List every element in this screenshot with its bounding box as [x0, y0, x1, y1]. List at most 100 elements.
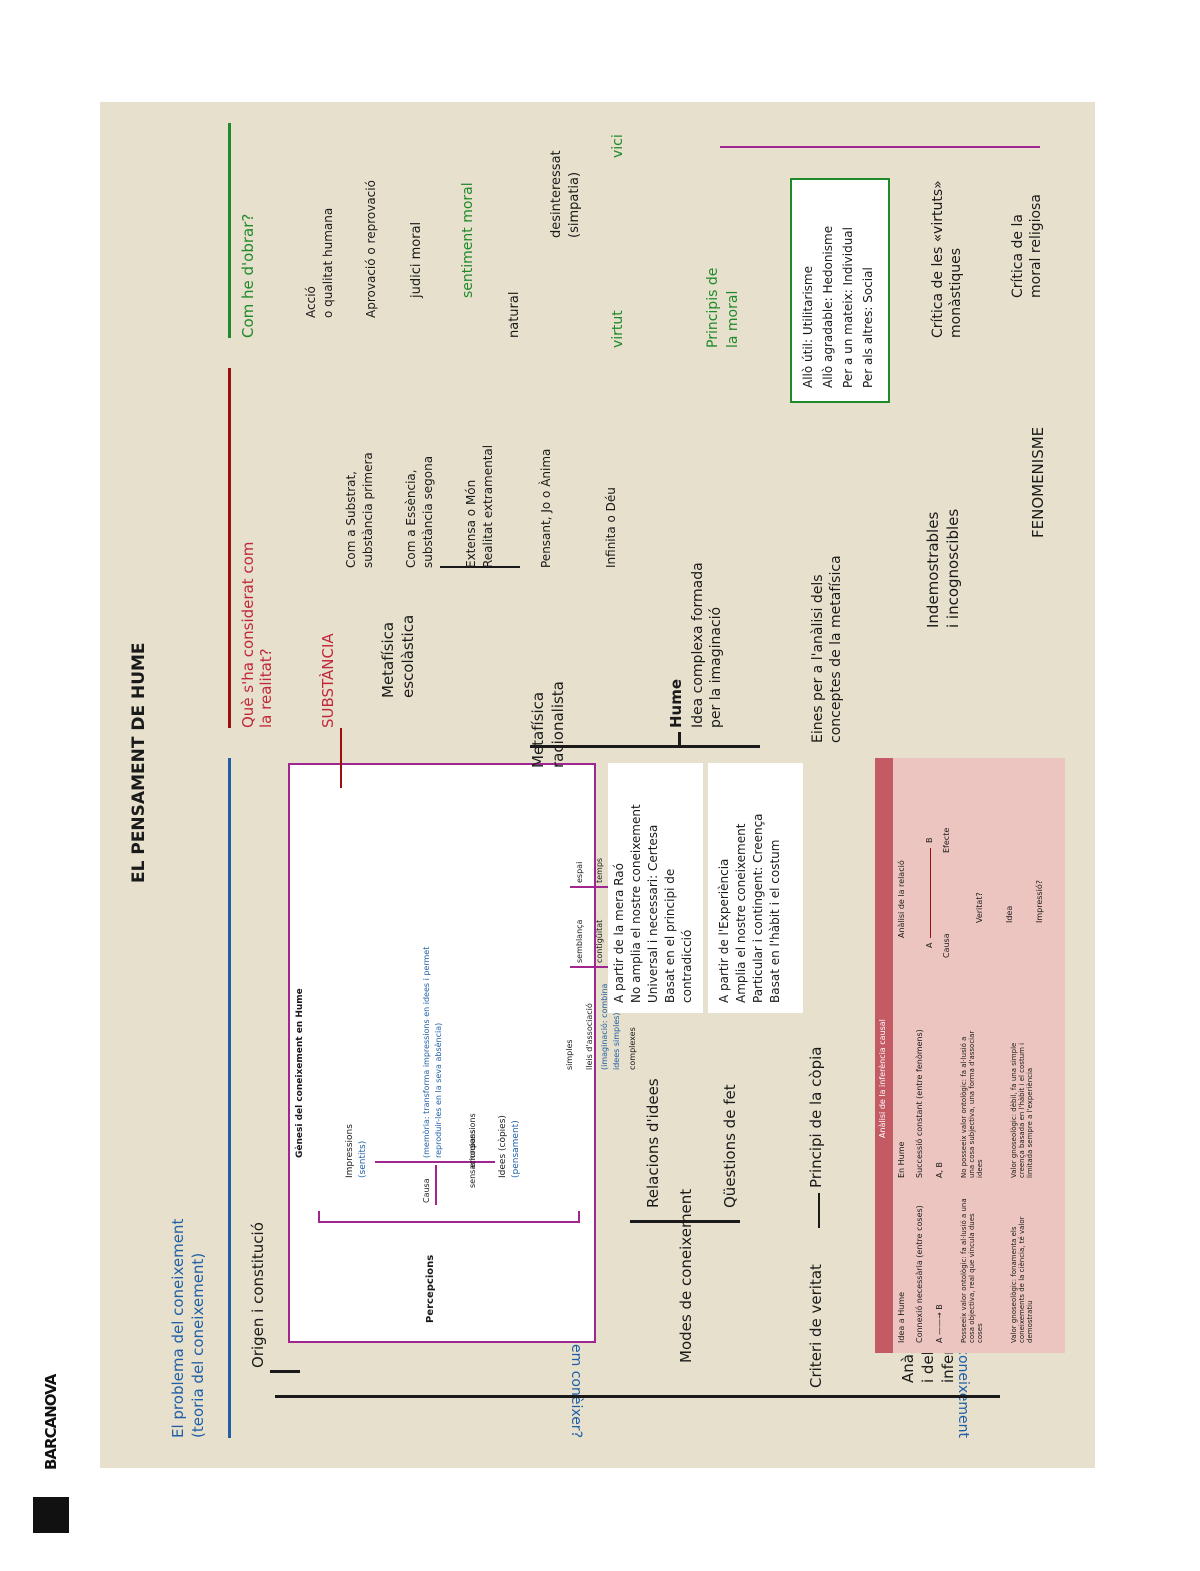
altres-item: Per als altres: Social — [861, 267, 875, 388]
questions-box-line1: A partir de l'Experiència — [717, 858, 731, 1003]
indemostrables-line2: i incognoscibles — [944, 508, 962, 628]
com-substrat-line1: Com a Substrat, — [344, 471, 358, 568]
aprovacio-label: Aprovació o reprovació — [364, 180, 378, 318]
causal-col1-header: Idea a Hume — [897, 1291, 906, 1343]
page-corner-marker — [33, 1497, 69, 1533]
causal-table-title: Anàlisi de la inferència causal — [878, 1019, 887, 1138]
green-section-rule — [228, 123, 231, 338]
causal-rel-idea: Idea — [1005, 905, 1014, 923]
page-title: EL PENSAMENT DE HUME — [129, 642, 149, 883]
causal-rel-arrow — [930, 848, 931, 938]
knowledge-heading-line1: El problema del coneixement — [169, 1218, 187, 1438]
impressions-sub: (sentits) — [358, 1140, 368, 1178]
causal-col2-header: En Hume — [897, 1141, 906, 1178]
questions-box-line4: Basat en l'hàbit i el costum — [768, 839, 782, 1003]
extensa-line1: Extensa o Món — [464, 479, 478, 568]
critica-religiosa-line2: moral religiosa — [1028, 194, 1044, 298]
imaginacio-line2: idees simples) — [612, 1012, 621, 1070]
passions-item: passions — [468, 1113, 477, 1148]
causa-line — [435, 1165, 437, 1205]
causa-label: Causa — [422, 1178, 431, 1203]
causal-r2c1: A ——→ B — [935, 1304, 944, 1343]
racionalista-line1: Metafísica — [529, 691, 547, 768]
causal-rel-impressio: Impressió? — [1035, 880, 1044, 923]
causal-rel-efecte: Efecte — [942, 827, 951, 853]
causal-rel-causa: Causa — [942, 933, 951, 958]
critica-virtuts-line2: monàstiques — [948, 248, 964, 338]
impressions-label: Impressions — [345, 1124, 355, 1178]
causal-r3c1: Posseeix valor ontològic: fa al·lusió a … — [960, 1198, 985, 1343]
principi-copia-label: Principi de la còpia — [807, 1046, 825, 1188]
percepcions-bracket — [318, 1221, 580, 1223]
criteri-label: Criteri de veritat — [807, 1264, 825, 1388]
lleis-associacio: lleis d'associació — [585, 1003, 594, 1070]
contiguitat-item: contigüitat — [595, 919, 604, 963]
causal-r1c1: Connexió necessària (entre coses) — [915, 1205, 924, 1343]
red-section-rule — [228, 368, 231, 728]
causal-col3-header: Anàlisi de la relació — [897, 860, 906, 938]
causal-r4c1: Valor gnoseològic: fonamenta els coneixe… — [1010, 1216, 1035, 1343]
genesis-title: Gènesi del coneixement en Hume — [295, 988, 305, 1158]
principis-line1: Principis de — [705, 267, 721, 348]
vici-label: vici — [610, 134, 626, 158]
moral-question: Com he d'obrar? — [239, 213, 257, 338]
escolastica-line2: escolàstica — [399, 614, 417, 698]
substancia-label: SUBSTÀNCIA — [319, 633, 337, 728]
infinita-label: Infinita o Déu — [604, 487, 618, 568]
concept-map-rotated: EL PENSAMENT DE HUME El problema del con… — [100, 102, 1095, 1468]
causal-rel-b: B — [925, 837, 934, 844]
com-essencia-line1: Com a Essència, — [404, 469, 418, 568]
causal-r3c2: No posseeix valor ontològic: fa al·lusió… — [960, 1030, 985, 1178]
espai-item: espai — [575, 861, 584, 883]
desinteressat-line2: (simpatia) — [567, 171, 582, 238]
com-essencia-line2: substància segona — [421, 455, 435, 568]
escolastica-line1: Metafísica — [379, 621, 397, 698]
realitat-question-line1: Què s'ha considerat com — [239, 541, 257, 728]
semblanca-item: semblança — [575, 919, 584, 963]
pensant-label: Pensant, Jo o Ànima — [539, 448, 553, 568]
memoria-line1: (memòria: transforma impressions en idee… — [422, 946, 431, 1158]
causal-rel-a: A — [925, 942, 934, 948]
questions-label: Qüestions de fet — [721, 1084, 739, 1208]
hume-name: Hume — [667, 678, 685, 728]
temps-item: temps — [595, 857, 604, 883]
questions-box-line2: Amplia el nostre coneixement — [734, 823, 748, 1003]
accio-line2: o qualitat humana — [321, 207, 335, 318]
realitat-question-line2: la realitat? — [257, 648, 275, 728]
origen-connector — [275, 1395, 1000, 1398]
modes-stub — [675, 1395, 700, 1398]
mateix-item: Per a un mateix: Individual — [841, 227, 855, 388]
modes-label: Modes de coneixement — [677, 1188, 695, 1363]
causal-r4c2: Valor gnoseològic: dèbil, fa una simple … — [1010, 1042, 1035, 1178]
indemostrables-line1: Indemostrables — [924, 511, 942, 628]
relacions-box-line4: Basat en el principi de — [663, 868, 677, 1003]
com-substrat-line2: substància primera — [361, 452, 375, 568]
percepcions-bracket-bottom — [578, 1211, 580, 1223]
util-item: Allò útil: Utilitarisme — [801, 265, 815, 388]
agradable-item: Allò agradable: Hedonisme — [821, 225, 835, 388]
critica-virtuts-line1: Crítica de les «virtuts» — [930, 180, 946, 338]
judici-label: judici moral — [409, 221, 424, 298]
relacions-label: Relacions d'idees — [644, 1078, 662, 1208]
extensa-line2: Realitat extramental — [481, 444, 495, 568]
memoria-line2: reproduir-les en la seva absència) — [434, 1022, 443, 1158]
origen-stub — [270, 1370, 300, 1373]
hume-def-line1: Idea complexa formada — [690, 562, 706, 728]
simples-item: simples — [565, 1039, 574, 1070]
relacions-box-line2: No amplia el nostre coneixement — [629, 804, 643, 1003]
hume-branch — [678, 732, 681, 748]
origen-label: Origen i constitució — [249, 1222, 267, 1368]
substancia-bracket — [340, 728, 342, 788]
eines-line1: Eines per a l'anàlisi dels — [810, 574, 826, 743]
hume-def-line2: per la imaginació — [708, 606, 724, 728]
blue-section-rule — [228, 758, 231, 1438]
eines-line2: conceptes de la metafísica — [828, 555, 844, 743]
principis-line2: la moral — [725, 290, 741, 348]
relacions-box-line3: Universal i necessari: Certesa — [646, 824, 660, 1003]
concept-map-sheet: EL PENSAMENT DE HUME El problema del con… — [100, 102, 1095, 1468]
publisher-logo: BARCANOVA — [40, 1370, 62, 1470]
natural-label: natural — [507, 291, 522, 338]
questions-box-line3: Particular i contingent: Creença — [751, 813, 765, 1003]
knowledge-heading-line2: (teoria del coneixement) — [189, 1252, 207, 1438]
causal-r2c2: A, B — [935, 1161, 944, 1178]
